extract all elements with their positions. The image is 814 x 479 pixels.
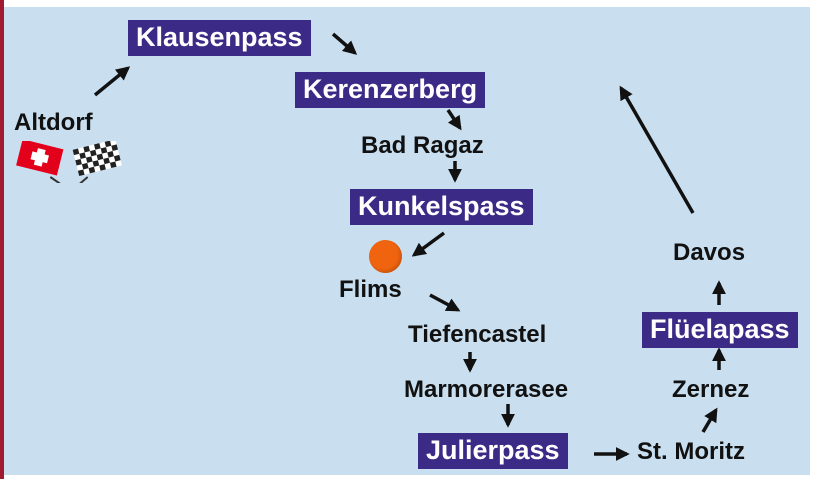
pass-julierpass: Julierpass [418,433,568,469]
arrow-klausenpass-to-kerenzerberg [331,32,358,55]
town-marmorerasee: Marmorerasee [404,376,569,403]
town-flims: Flims [339,276,402,303]
arrow-st-moritz-to-zernez [701,407,718,433]
pass-kunkelspass: Kunkelspass [350,189,533,225]
town-davos: Davos [673,239,746,266]
town-zernez: Zernez [672,376,750,403]
left-edge-border [0,0,4,479]
orange-dot-marker-icon [369,240,402,273]
checkered-flag-icon [72,141,122,183]
town-tiefencastel: Tiefencastel [408,321,547,348]
swiss-flag-icon [16,141,65,183]
pass-flueelapass: Flüelapass [642,312,798,348]
arrow-kunkelspass-to-flims [411,231,446,257]
town-bad-ragaz: Bad Ragaz [361,132,484,159]
pass-kerenzerberg: Kerenzerberg [295,72,486,108]
arrow-flims-to-tiefencastel [429,293,461,312]
town-altdorf: Altdorf [14,109,93,136]
arrow-kerenzerberg-to-bad-ragaz [446,109,462,131]
arrow-altdorf-to-klausenpass [93,66,131,97]
start-flags-icon [16,141,122,183]
arrow-davos-to-north [619,85,695,214]
pass-klausenpass: Klausenpass [128,20,311,56]
town-st-moritz: St. Moritz [637,438,745,465]
